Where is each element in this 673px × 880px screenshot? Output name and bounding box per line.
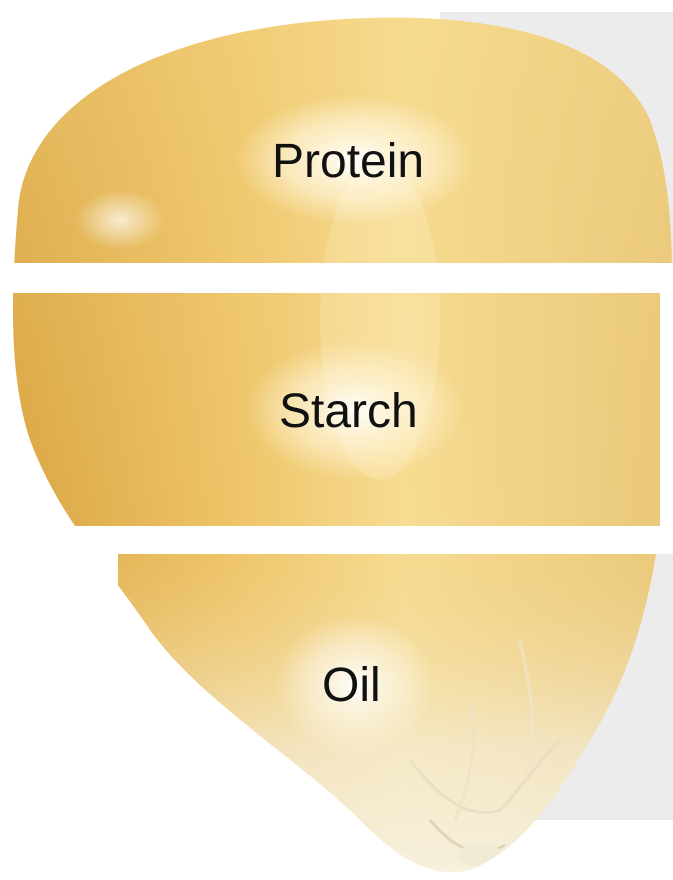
starch-label: Starch [279,388,418,436]
protein-label: Protein [272,138,424,186]
separator-top [0,263,673,293]
oil-label: Oil [322,662,381,710]
separator-bottom [0,526,673,554]
